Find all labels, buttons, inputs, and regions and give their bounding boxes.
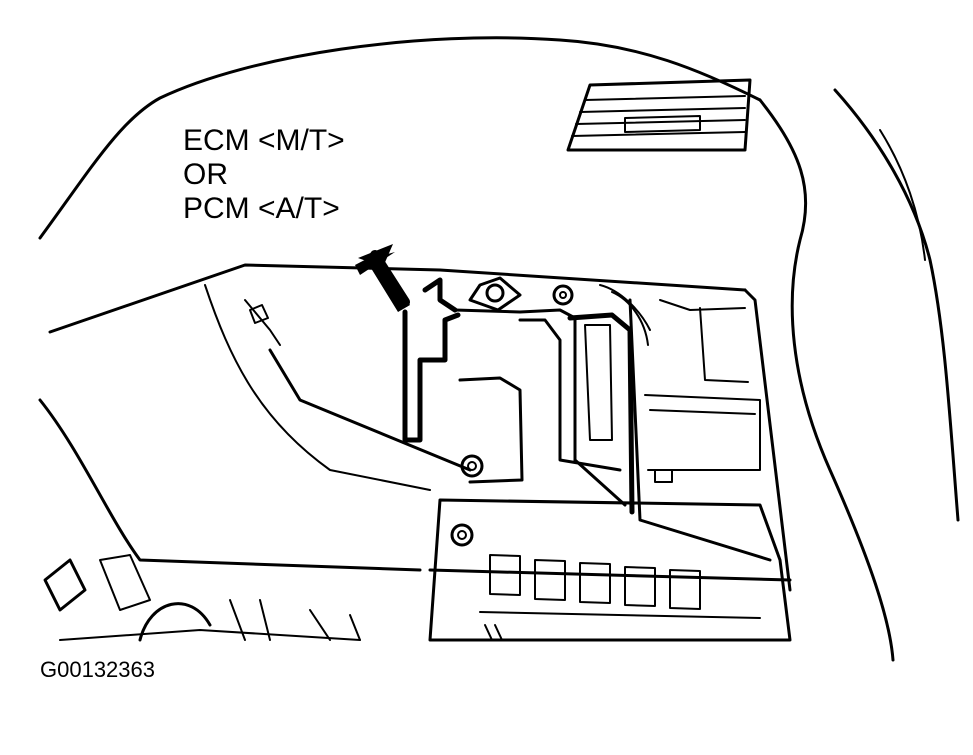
junction-block — [428, 498, 792, 642]
component-callout: ECM <M/T> OR PCM <A/T> — [183, 124, 345, 226]
callout-line-or: OR — [183, 158, 228, 191]
figure-id: G00132363 — [40, 657, 155, 682]
dashboard-outline — [38, 36, 960, 662]
callout-line-pcm: PCM <A/T> — [183, 192, 340, 225]
dash-opening — [38, 263, 792, 592]
arrow-icon — [355, 244, 410, 312]
air-vent — [566, 78, 752, 152]
lower-left-hardware — [43, 554, 361, 642]
callout-line-ecm: ECM <M/T> — [183, 124, 345, 157]
control-module — [402, 276, 651, 515]
